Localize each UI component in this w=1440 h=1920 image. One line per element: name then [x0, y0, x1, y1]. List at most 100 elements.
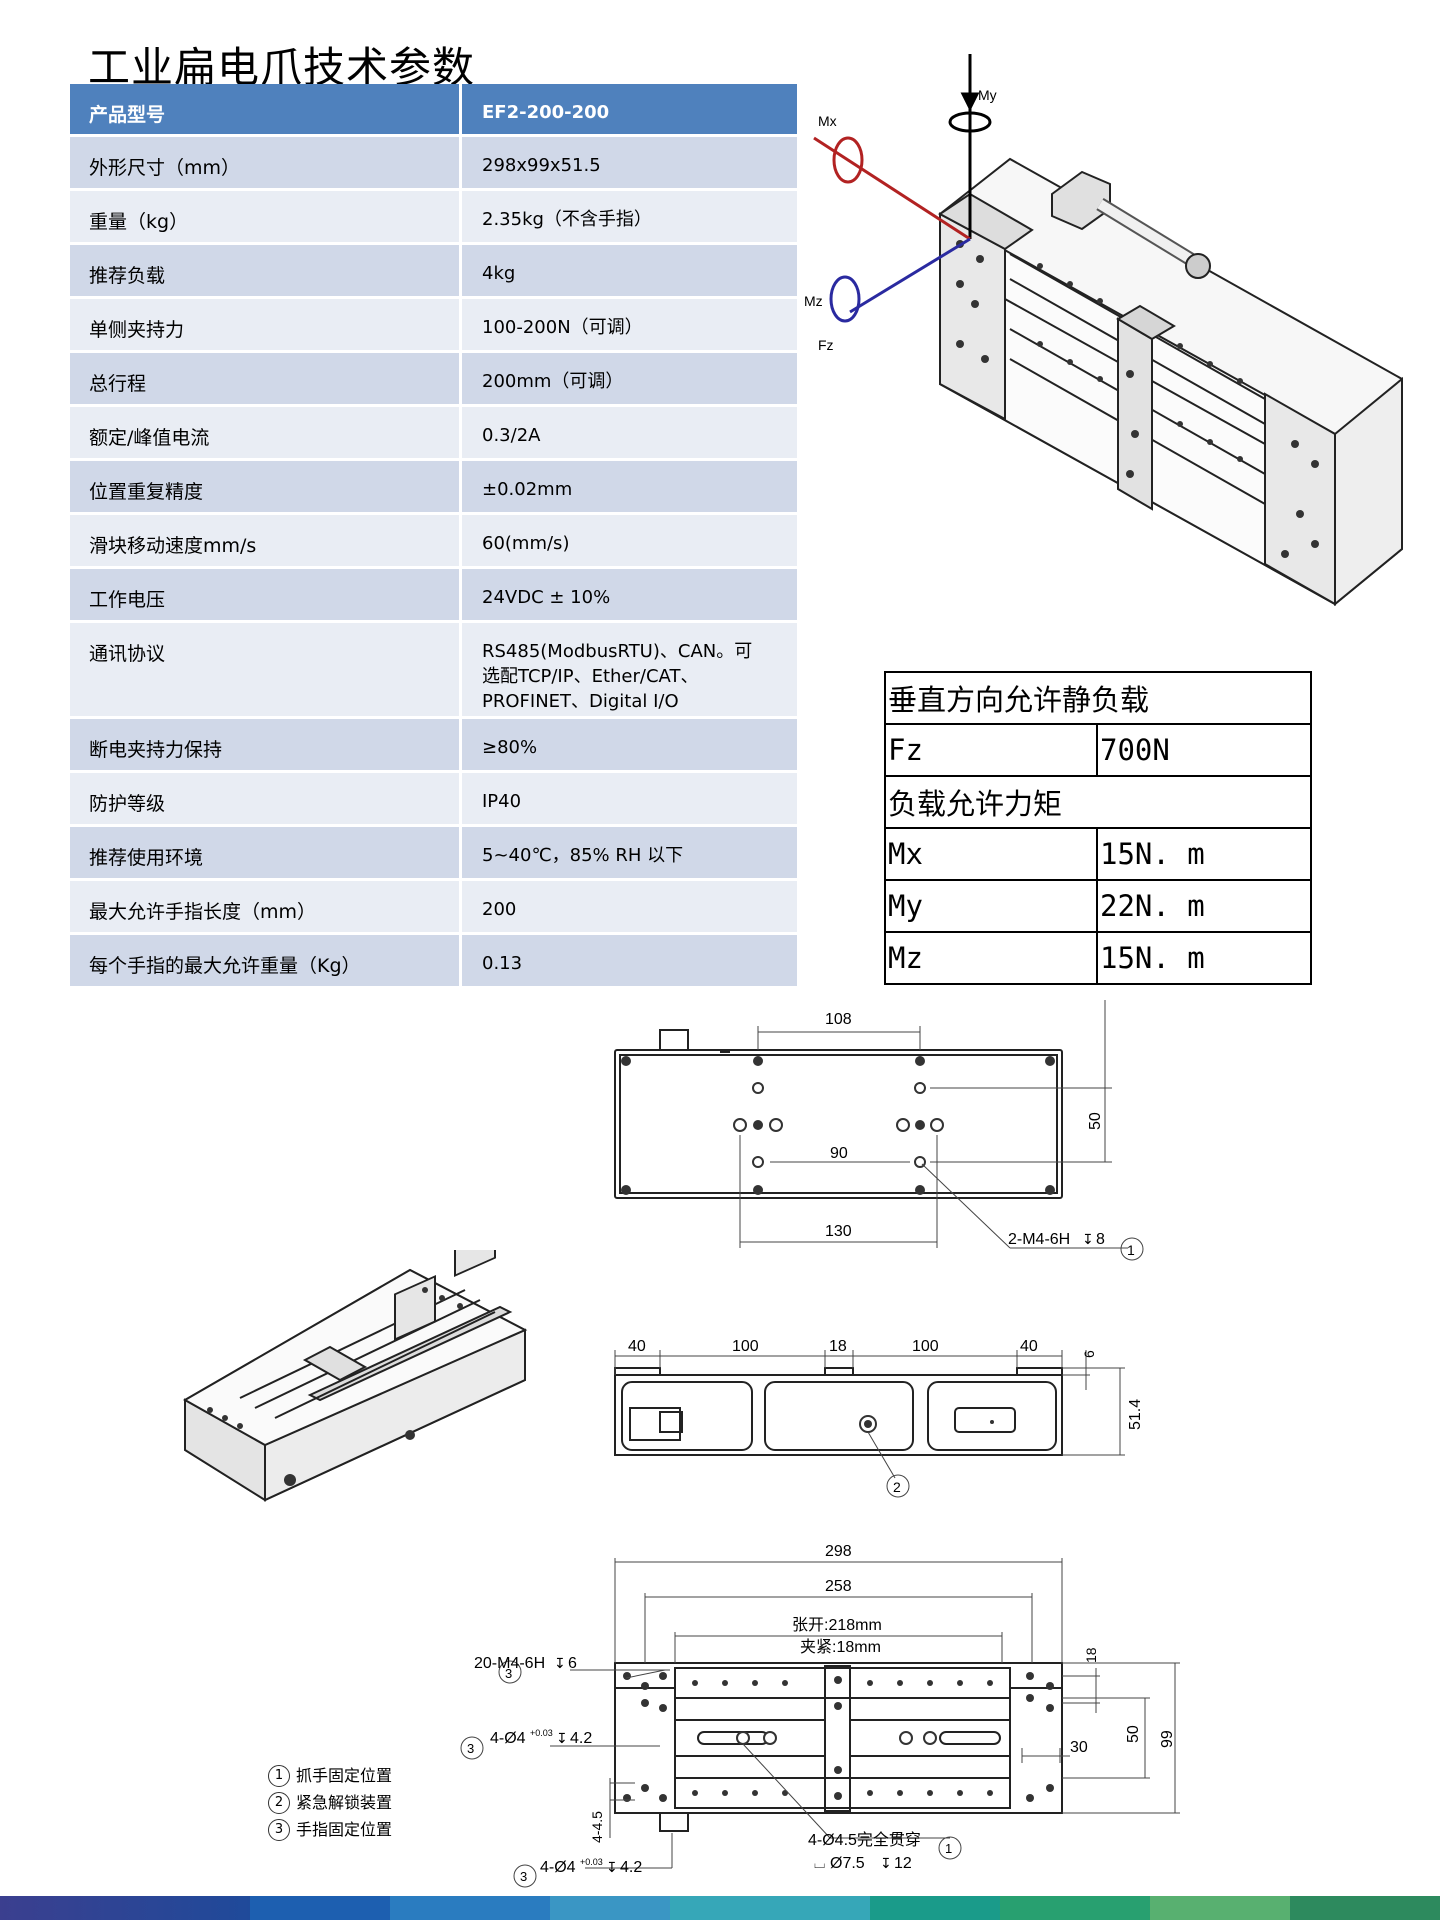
spec-label: 通讯协议 [70, 623, 462, 716]
table-row: 位置重复精度 ±0.02mm [70, 461, 797, 515]
fz-value: 700N [1096, 723, 1312, 777]
spec-label: 外形尺寸（mm） [70, 137, 462, 188]
spec-value: 24VDC ± 10% [482, 587, 611, 608]
legend-text: 手指固定位置 [296, 1820, 393, 1839]
through-hole-spec: 4-Ø4.5完全贯穿 [808, 1831, 921, 1849]
hole-b-depth: 4.2 [620, 1859, 642, 1876]
mz-axis-label: Mz [804, 293, 823, 309]
table-row: 最大允许手指长度（mm） 200 [70, 881, 797, 935]
spec-label: 重量（kg） [70, 191, 462, 242]
page-title: 工业扁电爪技术参数 [88, 43, 476, 92]
top-thread-spec: 2-M4-6H [1008, 1231, 1070, 1248]
bottom-dim-99: 99 [1159, 1730, 1176, 1748]
fz-axis-label: Fz [818, 337, 834, 353]
bottom-view-drawing: 298 258 张开:218mm 夹紧:18mm 18 50 99 30 4-4… [460, 1543, 1180, 1888]
spec-table: 产品型号 EF2-200-200 外形尺寸（mm） 298x99x51.5 重量… [70, 84, 797, 989]
table-row: 重量（kg） 2.35kg（不含手指） [70, 191, 797, 245]
hole-a-depth: 4.2 [570, 1730, 592, 1747]
bottom-dim-298: 298 [825, 1543, 852, 1560]
side-dim-40a: 40 [628, 1338, 646, 1355]
open-stroke: 张开:218mm [792, 1616, 882, 1634]
spec-value: 200mm（可调） [482, 371, 624, 392]
spec-header-row: 产品型号 EF2-200-200 [70, 84, 797, 137]
vertical-load-title: 垂直方向允许静负载 [884, 671, 1312, 725]
table-row: 总行程 200mm（可调） [70, 353, 797, 407]
table-row: 推荐负载 4kg [70, 245, 797, 299]
thread-20-spec: 20-M4-6H [474, 1655, 545, 1672]
side-dim-51-4: 51.4 [1127, 1399, 1144, 1430]
spec-label: 工作电压 [70, 569, 462, 620]
spec-value: 298x99x51.5 [482, 155, 601, 176]
mz-value: 15N. m [1096, 931, 1312, 985]
hole-a-spec: 4-Ø4 [490, 1730, 526, 1747]
legend-item: 3 手指固定位置 [268, 1816, 392, 1843]
my-value: 22N. m [1096, 879, 1312, 933]
legend-num-circle: 3 [268, 1818, 290, 1841]
spec-label: 断电夹持力保持 [70, 719, 462, 770]
spec-label: 推荐负载 [70, 245, 462, 296]
table-row: 滑块移动速度mm/s 60(mm/s) [70, 515, 797, 569]
bottom-dim-30: 30 [1070, 1739, 1088, 1756]
legend-text: 紧急解锁装置 [296, 1793, 393, 1812]
spec-value: 0.13 [482, 953, 523, 974]
my-axis-label: My [978, 87, 997, 103]
table-row: 防护等级 IP40 [70, 773, 797, 827]
counterbore-spec: Ø7.5 [830, 1855, 865, 1872]
spec-value: 200 [482, 899, 517, 920]
spec-value: 2.35kg（不含手指） [482, 209, 652, 230]
legend: 1 抓手固定位置 2 紧急解锁装置 3 手指固定位置 [268, 1762, 392, 1843]
table-row: 工作电压 24VDC ± 10% [70, 569, 797, 623]
top-dim-108: 108 [825, 1011, 852, 1028]
spec-label: 推荐使用环境 [70, 827, 462, 878]
table-row: 外形尺寸（mm） 298x99x51.5 [70, 137, 797, 191]
close-stroke: 夹紧:18mm [800, 1638, 881, 1656]
isometric-gripper-diagram: My Mx Mz Fz [804, 54, 1403, 607]
bottom-dim-4-4-5: 4-4.5 [589, 1811, 605, 1843]
side-dim-6: 6 [1081, 1350, 1097, 1358]
fz-label: Fz [884, 723, 1098, 777]
mx-value: 15N. m [1096, 827, 1312, 881]
spec-label: 位置重复精度 [70, 461, 462, 512]
table-row: 单侧夹持力 100-200N（可调） [70, 299, 797, 353]
side-dim-100a: 100 [732, 1338, 759, 1355]
side-view-drawing: 40 100 18 100 40 6 51.4 2 [614, 1338, 1144, 1498]
spec-value: 100-200N（可调） [482, 317, 643, 338]
mz-label: Mz [884, 931, 1098, 985]
side-dim-100b: 100 [912, 1338, 939, 1355]
thread-20-depth: 6 [568, 1655, 577, 1672]
spec-label: 防护等级 [70, 773, 462, 824]
depth-icon: ↧ [556, 1730, 568, 1746]
spec-value: 5~40℃，85% RH 以下 [482, 845, 684, 866]
depth-icon: ↧ [554, 1655, 566, 1671]
spec-value: 60(mm/s) [482, 533, 570, 554]
top-dim-50: 50 [1087, 1112, 1104, 1130]
counterbore-depth: 12 [894, 1855, 912, 1872]
hole-b-tolerance: +0.03 [580, 1857, 603, 1867]
spec-label: 单侧夹持力 [70, 299, 462, 350]
bottom-dim-50: 50 [1125, 1725, 1142, 1743]
legend-num-circle: 1 [268, 1764, 290, 1787]
bottom-dim-18: 18 [1083, 1647, 1099, 1663]
callout-1b: 1 [945, 1841, 952, 1856]
spec-label: 最大允许手指长度（mm） [70, 881, 462, 932]
top-view-drawing: 108 50 90 130 2-M4-6H ↧ 8 1 [614, 1000, 1144, 1261]
legend-item: 1 抓手固定位置 [268, 1762, 392, 1789]
callout-3b: 3 [467, 1741, 474, 1756]
spec-header-value: EF2-200-200 [482, 102, 610, 123]
spec-label: 滑块移动速度mm/s [70, 515, 462, 566]
bottom-dim-258: 258 [825, 1578, 852, 1595]
table-row: 断电夹持力保持 ≥80% [70, 719, 797, 773]
spec-label: 总行程 [70, 353, 462, 404]
spec-value: IP40 [482, 791, 522, 812]
spec-value: ≥80% [482, 737, 538, 758]
depth-icon: ↧ [880, 1855, 892, 1871]
legend-num-circle: 2 [268, 1791, 290, 1814]
side-dim-18: 18 [829, 1338, 847, 1355]
spec-label: 额定/峰值电流 [70, 407, 462, 458]
top-dim-130: 130 [825, 1223, 852, 1240]
hole-b-spec: 4-Ø4 [540, 1859, 576, 1876]
top-thread-depth: 8 [1096, 1231, 1105, 1248]
isometric-product-view [182, 1250, 528, 1502]
moment-title: 负载允许力矩 [884, 775, 1312, 829]
spec-header-label: 产品型号 [70, 84, 462, 134]
